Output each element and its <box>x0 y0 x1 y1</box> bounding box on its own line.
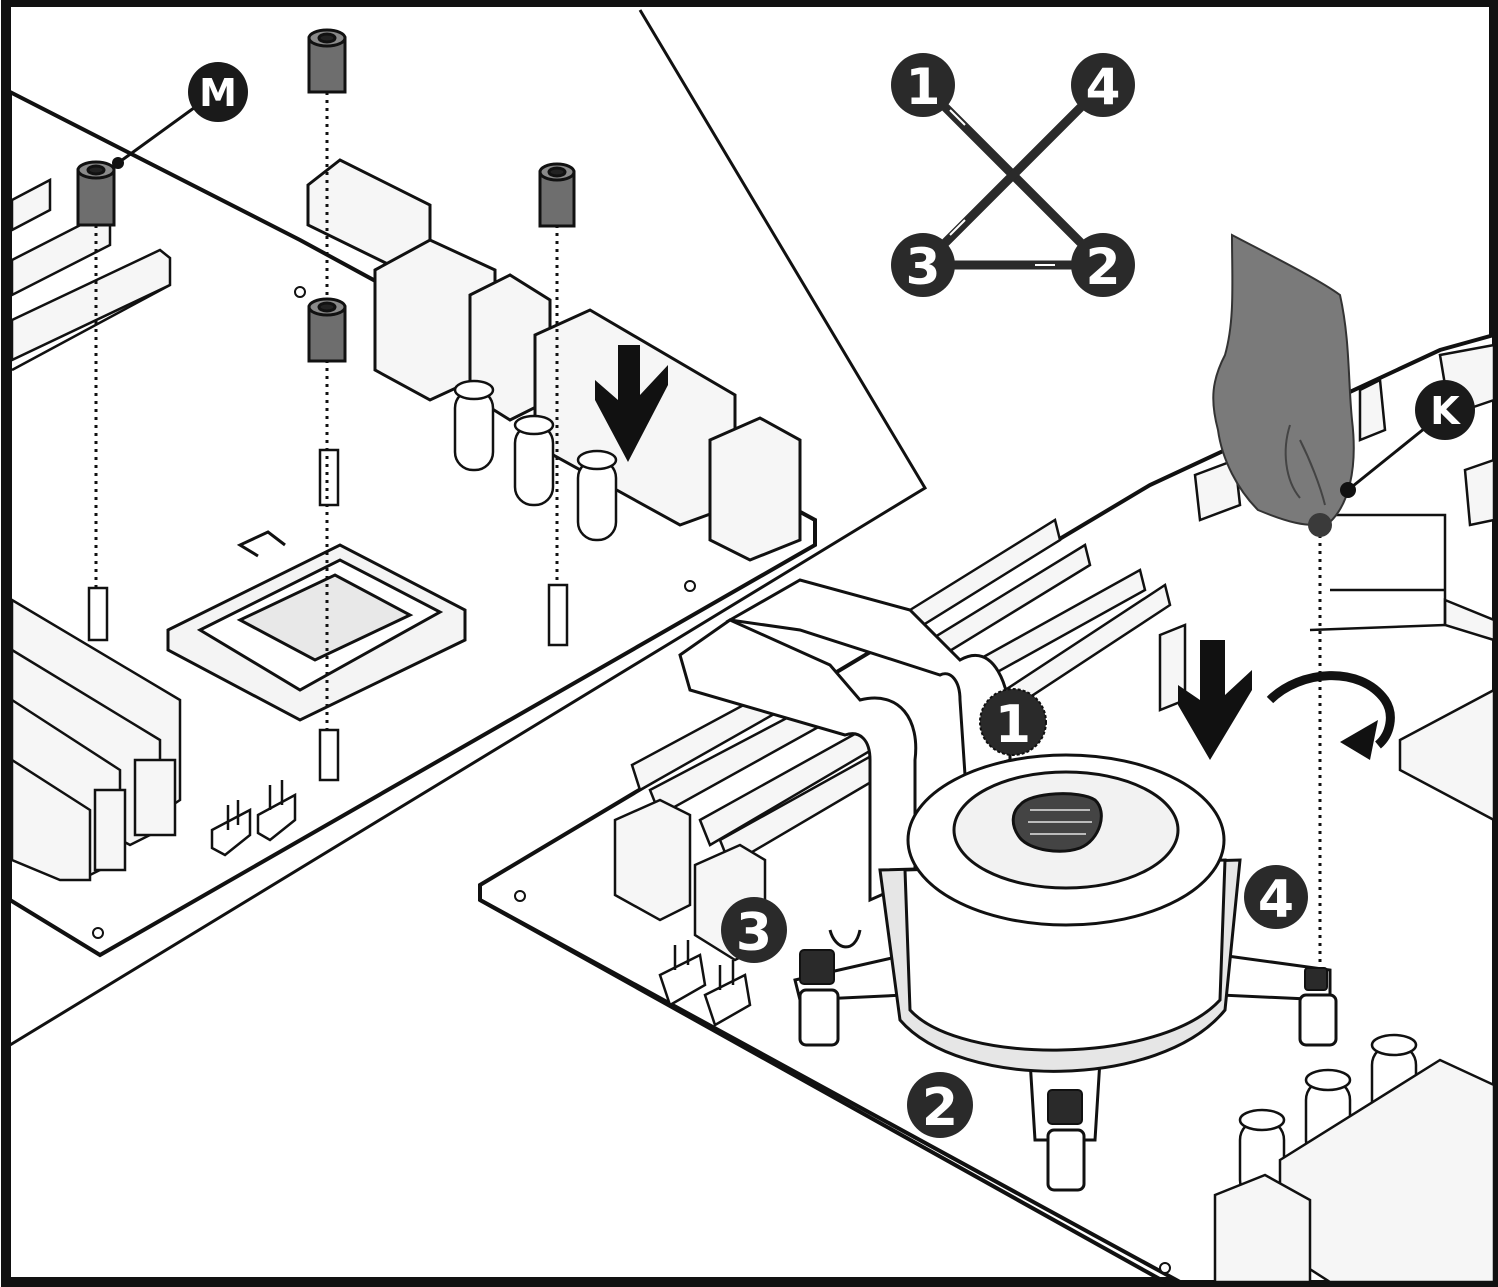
right-scene: K 1 4 3 2 <box>478 233 1496 1284</box>
callout-m: M <box>112 62 248 169</box>
cpu-socket <box>166 530 467 722</box>
standoff-m2 <box>307 28 347 94</box>
board-standoffs <box>87 448 569 782</box>
left-fan-headers <box>210 780 297 857</box>
right-capacitors <box>1213 1033 1496 1284</box>
pump-marker-4-label: 4 <box>1258 870 1294 930</box>
pump-marker-4: 4 <box>1244 865 1308 930</box>
brand-logo <box>1011 792 1103 853</box>
order-marker-3: 3 <box>891 233 955 297</box>
pump-marker-3: 3 <box>721 897 787 963</box>
order-marker-4: 4 <box>1071 53 1135 117</box>
callout-m-label: M <box>199 71 237 115</box>
left-panel: M <box>8 9 928 1047</box>
order-marker-1: 1 <box>891 53 955 117</box>
left-ram-slots <box>10 597 182 882</box>
screw-holes <box>92 286 696 939</box>
pump-marker-1: 1 <box>979 688 1047 756</box>
standoff-parts <box>76 28 576 363</box>
tightening-order-diagram: 1 4 3 2 <box>891 53 1135 297</box>
expansion-slots <box>10 177 172 372</box>
capacitors <box>453 379 618 542</box>
callout-k-label: K <box>1430 389 1461 433</box>
order-marker-3-label: 3 <box>906 238 941 296</box>
pump-head <box>828 753 1242 1073</box>
down-arrow-left <box>595 345 668 462</box>
right-fan-headers <box>658 940 752 1027</box>
heatsink-fins <box>908 518 1187 723</box>
standoff-m4 <box>538 162 576 228</box>
standoff-m3 <box>307 297 347 363</box>
standoff-m1 <box>76 160 116 227</box>
order-marker-2: 2 <box>1071 233 1135 297</box>
standoff-guide-lines <box>94 92 559 730</box>
order-marker-1-label: 1 <box>906 58 941 116</box>
pump-marker-3-label: 3 <box>736 903 772 963</box>
order-marker-4-label: 4 <box>1086 58 1121 116</box>
rotate-arrow <box>1266 671 1395 760</box>
cable-guides <box>1309 513 1447 632</box>
right-ram-modules <box>613 677 902 962</box>
down-arrow-right <box>1178 640 1252 760</box>
left-motherboard <box>8 88 817 958</box>
hand <box>1212 233 1355 537</box>
thumb-screws <box>799 949 1328 1125</box>
order-marker-2-label: 2 <box>1086 238 1121 296</box>
pump-marker-2-label: 2 <box>922 1078 958 1138</box>
pump-marker-2: 2 <box>907 1072 973 1138</box>
callout-k: K <box>1340 380 1475 498</box>
pump-marker-1-label: 1 <box>995 695 1031 755</box>
